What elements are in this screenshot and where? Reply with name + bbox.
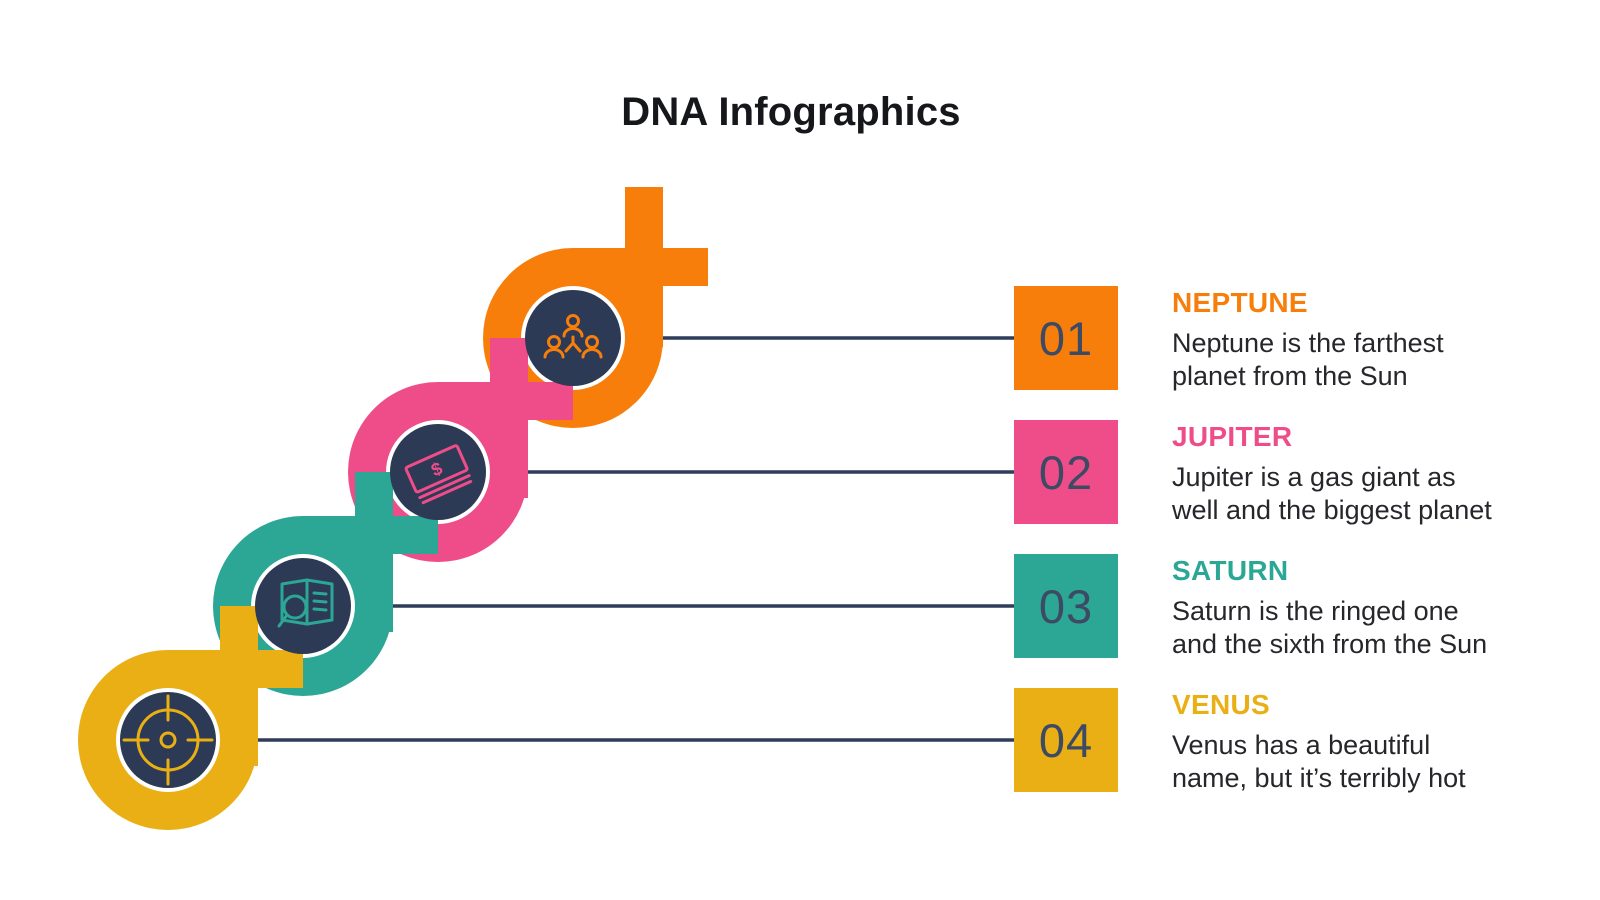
step-text-block: VENUS Venus has a beautiful name, but it… [1172, 688, 1572, 795]
planet-description: Neptune is the farthest planet from the … [1172, 328, 1444, 391]
people-hierarchy-icon [543, 314, 603, 359]
person-shoulders [543, 348, 565, 359]
step-number-card-1: 01 [1014, 286, 1118, 390]
orange-cross-horizontal-arm [573, 248, 708, 286]
book-text-lines [312, 591, 328, 612]
step-text-block: SATURN Saturn is the ringed one and the … [1172, 554, 1572, 661]
planet-title: JUPITER [1172, 421, 1293, 452]
teal-horizontal-arm [303, 516, 438, 554]
planet-description: Venus has a beautiful name, but it’s ter… [1172, 730, 1466, 793]
planet-title: NEPTUNE [1172, 287, 1308, 318]
target-crosshairs [122, 694, 214, 786]
planet-title: SATURN [1172, 555, 1289, 586]
target-center [159, 731, 177, 749]
target-icon [122, 694, 214, 786]
magnifier-handle [277, 613, 289, 628]
book-magnifier-icon [277, 578, 334, 628]
banknote-edge [421, 480, 473, 505]
step-number-card-2: 02 [1014, 420, 1118, 524]
step-number: 01 [1038, 311, 1094, 365]
person-head [585, 335, 599, 349]
person-shoulders [581, 348, 603, 359]
info-row-neptune: 01 NEPTUNE Neptune is the farthest plane… [1014, 286, 1572, 393]
jupiter-icon-disc [390, 424, 486, 520]
step-text-block: NEPTUNE Neptune is the farthest planet f… [1172, 286, 1572, 393]
venus-icon-disc [120, 692, 216, 788]
person-head [566, 314, 580, 328]
step-number-card-3: 03 [1014, 554, 1118, 658]
banknote [404, 444, 469, 494]
step-number: 04 [1038, 713, 1094, 767]
page-title: DNA Infographics [621, 90, 961, 134]
step-number: 03 [1038, 579, 1094, 633]
pink-horizontal-arm [438, 382, 573, 420]
info-row-venus: 04 VENUS Venus has a beautiful name, but… [1014, 688, 1572, 795]
yellow-horizontal-arm [168, 650, 303, 688]
planet-title: VENUS [1172, 689, 1270, 720]
step-number-card-4: 04 [1014, 688, 1118, 792]
saturn-icon-disc [255, 558, 351, 654]
person-shoulders [562, 327, 584, 338]
banknote-edge [418, 474, 471, 500]
planet-description: Saturn is the ringed one and the sixth f… [1172, 596, 1488, 659]
hierarchy-connector [564, 335, 582, 353]
info-row-jupiter: 02 JUPITER Jupiter is a gas giant as wel… [1014, 420, 1572, 527]
step-number: 02 [1038, 445, 1094, 499]
info-row-saturn: 03 SATURN Saturn is the ringed one and t… [1014, 554, 1572, 661]
step-text-block: JUPITER Jupiter is a gas giant as well a… [1172, 420, 1572, 527]
magnifier-lens [282, 594, 308, 620]
person-head [547, 335, 561, 349]
planet-description: Jupiter is a gas giant as well and the b… [1172, 462, 1492, 525]
